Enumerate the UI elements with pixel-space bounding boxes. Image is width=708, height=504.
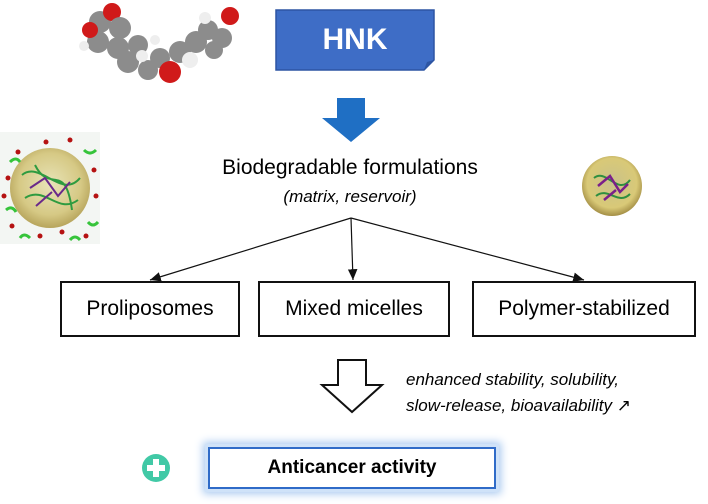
benefits-line-2: slow-release, bioavailability ↗ bbox=[406, 396, 631, 415]
anticancer-activity-box: Anticancer activity bbox=[208, 447, 496, 489]
nanoparticle-image-left bbox=[0, 132, 100, 244]
nanoparticle-image-right bbox=[582, 156, 642, 216]
blue-down-arrow bbox=[322, 98, 380, 142]
polymer-stabilized-box: Polymer-stabilized bbox=[472, 281, 696, 337]
mixed-micelles-box: Mixed micelles bbox=[258, 281, 450, 337]
branch-connectors bbox=[149, 217, 585, 282]
benefits-line-1: enhanced stability, solubility, bbox=[406, 370, 619, 389]
formulations-subtitle: (matrix, reservoir) bbox=[283, 187, 417, 206]
hnk-label: HNK bbox=[322, 23, 388, 56]
proliposomes-box: Proliposomes bbox=[60, 281, 240, 337]
formulations-title: Biodegradable formulations bbox=[222, 156, 478, 179]
hnk-molecule-image bbox=[79, 3, 239, 83]
hollow-down-arrow bbox=[319, 359, 385, 414]
plus-icon bbox=[142, 454, 170, 482]
